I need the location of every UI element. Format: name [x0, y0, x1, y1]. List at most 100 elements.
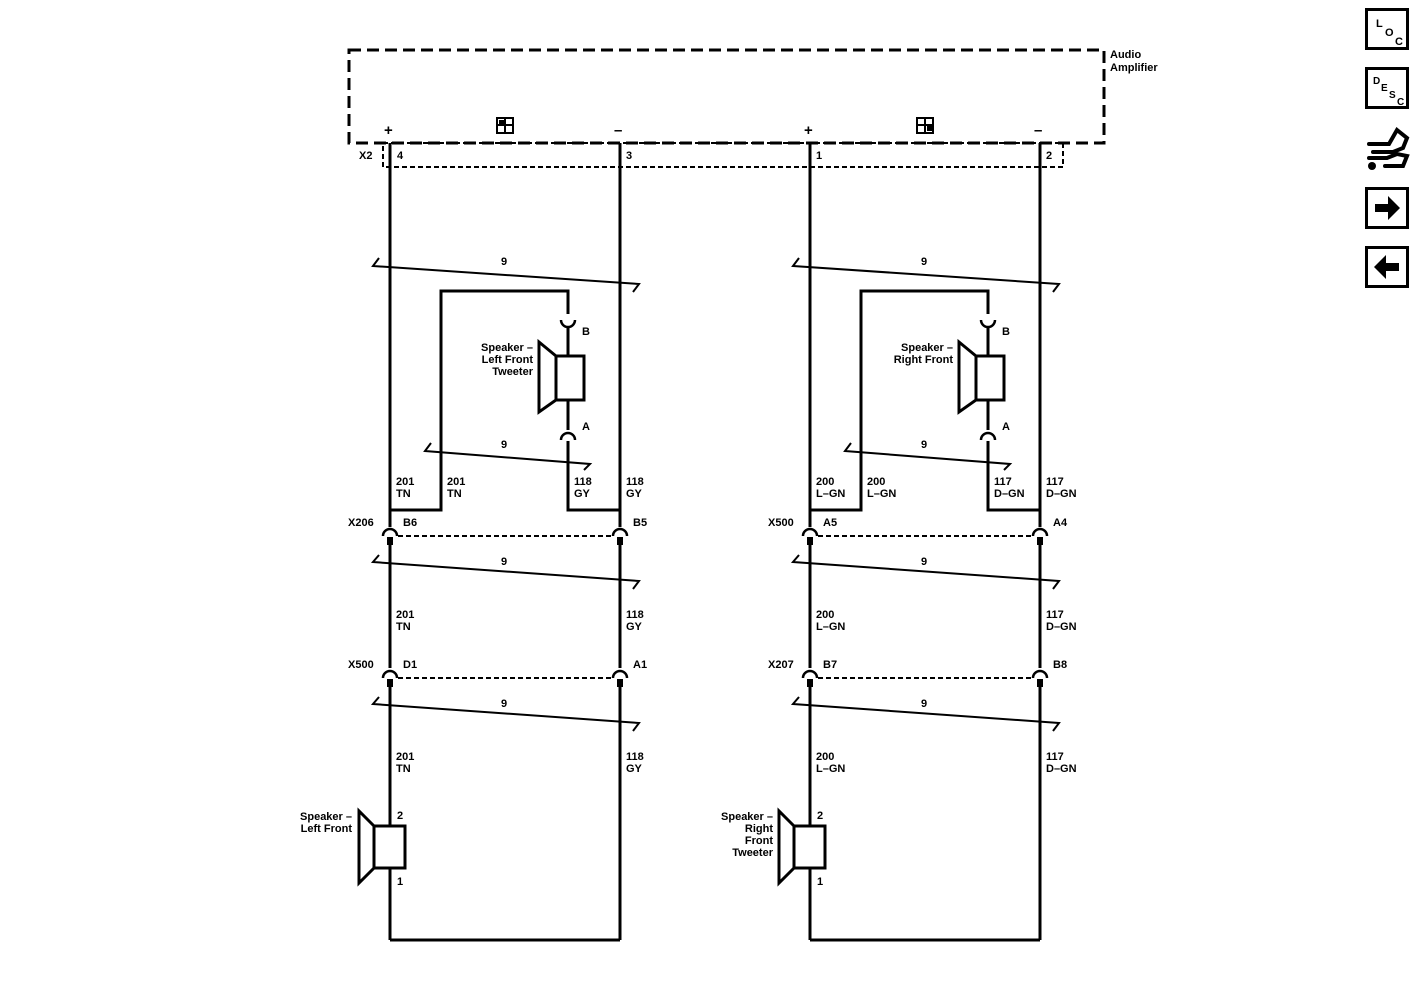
lf-tweeter-pin-b: B [582, 326, 590, 338]
x2-connector-outline [382, 142, 1064, 168]
rf-tweeter-plus-branch [810, 289, 990, 512]
previous-page-button[interactable] [1365, 246, 1409, 288]
amp-output-left-icon [496, 117, 514, 134]
rf-wire-minus-color-c: D–GN [1046, 621, 1077, 633]
rf-twist-label-3: 9 [921, 556, 927, 568]
lf-wire-minus-color-c: GY [626, 621, 643, 633]
description-button[interactable]: D E S C [1365, 67, 1409, 109]
lf-wire-plus-color-d: TN [396, 763, 411, 775]
lf-twisted-pair-mark-3 [370, 554, 641, 590]
lf-wire-plus-color-c: TN [396, 621, 411, 633]
lf-conn1-pin-minus: B5 [633, 517, 647, 529]
lf-twist-label-4: 9 [501, 698, 507, 710]
rf-twist-label-4: 9 [921, 698, 927, 710]
rf-twisted-pair-mark-3 [790, 554, 1061, 590]
lf-wire-minus-circuit-d: 118 [626, 751, 644, 763]
amp-pin-3: 3 [626, 150, 632, 162]
rf-speaker-pin-1: 1 [817, 876, 823, 888]
amp-output-right-icon [916, 117, 934, 134]
rf-wire-plus-color-b: L–GN [867, 488, 896, 500]
rf-wire-plus-color-d: L–GN [816, 763, 845, 775]
rf-tweeter-speaker-icon [957, 338, 1006, 415]
arrow-left-icon [1374, 255, 1399, 279]
lf-wire-plus-color-b: TN [447, 488, 462, 500]
harness-route-icon[interactable] [1363, 122, 1413, 174]
amplifier-label-line1: Audio [1110, 49, 1141, 61]
amp-pin-1: 1 [816, 150, 822, 162]
lf-wire-plus-circuit-a: 201 [396, 476, 414, 488]
lf-twisted-pair-mark-2 [423, 442, 593, 471]
rf-twisted-pair-mark-4 [790, 696, 1061, 732]
rf-wire-minus-circuit-c: 117 [1046, 609, 1064, 621]
lf-conn2-pin-minus: A1 [633, 659, 647, 671]
lf-wire-minus-color-b: GY [626, 488, 643, 500]
lf-wire-minus-circuit-a: 118 [574, 476, 592, 488]
rf-wire-minus-circuit-d: 117 [1046, 751, 1064, 763]
lf-tweeter-label-line3: Tweeter [492, 366, 533, 378]
arrow-right-icon [1375, 196, 1400, 220]
lf-wire-plus-circuit-b: 201 [447, 476, 465, 488]
location-button[interactable]: L O C [1365, 8, 1409, 50]
audio-amplifier-box [347, 48, 1106, 145]
lf-tweeter-label-line2: Left Front [482, 354, 534, 366]
rf-wire-plus-circuit-a: 200 [816, 476, 834, 488]
lf-twisted-pair-mark-1 [371, 257, 641, 293]
lf-twist-label-1: 9 [501, 256, 507, 268]
lf-conn1-name: X206 [348, 517, 374, 529]
rf-conn1-pin-minus: A4 [1053, 517, 1068, 529]
lf-conn1-pin-plus: B6 [403, 517, 417, 529]
rf-wire-minus-color-b: D–GN [1046, 488, 1077, 500]
rf-wire-minus-circuit-b: 117 [1046, 476, 1064, 488]
rf-twist-label-2: 9 [921, 439, 927, 451]
next-page-button[interactable] [1365, 187, 1409, 229]
lf-speaker-pin-2: 2 [397, 810, 403, 822]
rf-speaker-label-line4: Tweeter [732, 847, 773, 859]
rf-conn2-name: X207 [768, 659, 794, 671]
desc-letter-s: S [1389, 90, 1396, 101]
rf-wire-minus-color-a: D–GN [994, 488, 1025, 500]
loc-letter-o: O [1385, 27, 1394, 39]
rf-conn2-pin-plus: B7 [823, 659, 837, 671]
x2-connector-label: X2 [359, 150, 372, 162]
rf-speaker-label-line1: Speaker – [721, 811, 773, 823]
rf-twisted-pair-mark-2 [843, 442, 1013, 471]
amp-pin-lf-plus-sign: + [384, 122, 393, 139]
loc-letter-l: L [1376, 18, 1383, 30]
lf-speaker-icon [357, 807, 407, 887]
rf-conn1-name: X500 [768, 517, 794, 529]
rf-conn2-pin-minus: B8 [1053, 659, 1067, 671]
rf-tweeter-label-line1: Speaker – [901, 342, 953, 354]
lf-twist-label-3: 9 [501, 556, 507, 568]
lf-wire-minus-circuit-b: 118 [626, 476, 644, 488]
lf-conn2-pin-plus: D1 [403, 659, 417, 671]
lf-tweeter-plus-branch [390, 289, 570, 512]
rf-tweeter-minus-branch [986, 441, 1040, 512]
lf-tweeter-label-line1: Speaker – [481, 342, 533, 354]
rf-speaker-label-line3: Front [745, 835, 773, 847]
lf-twist-label-2: 9 [501, 439, 507, 451]
lf-tweeter-speaker-icon [537, 338, 586, 415]
lf-wire-plus-circuit-c: 201 [396, 609, 414, 621]
lf-tweeter-pin-a: A [582, 421, 590, 433]
rf-wire-plus-circuit-c: 200 [816, 609, 834, 621]
rf-wire-plus-circuit-b: 200 [867, 476, 885, 488]
rf-speaker-icon [777, 807, 827, 887]
amp-pin-2: 2 [1046, 150, 1052, 162]
lf-wire-minus-color-d: GY [626, 763, 643, 775]
lf-speaker-label-line1: Speaker – [300, 811, 352, 823]
amplifier-label-line2: Amplifier [1110, 62, 1158, 74]
lf-wire-minus-circuit-c: 118 [626, 609, 644, 621]
desc-letter-d: D [1373, 76, 1380, 87]
amp-pin-4: 4 [397, 150, 404, 162]
lf-speaker-pin-1: 1 [397, 876, 403, 888]
desc-letter-e: E [1381, 83, 1388, 94]
rf-wire-plus-color-c: L–GN [816, 621, 845, 633]
rf-twisted-pair-mark-1 [791, 257, 1061, 293]
amp-pin-rf-minus-sign: – [1034, 122, 1042, 139]
lf-wire-minus-color-a: GY [574, 488, 591, 500]
rf-tweeter-pin-a: A [1002, 421, 1010, 433]
amp-pin-lf-minus-sign: – [614, 122, 622, 139]
desc-letter-c: C [1397, 97, 1404, 108]
lf-wire-plus-color-a: TN [396, 488, 411, 500]
rf-wire-minus-color-d: D–GN [1046, 763, 1077, 775]
